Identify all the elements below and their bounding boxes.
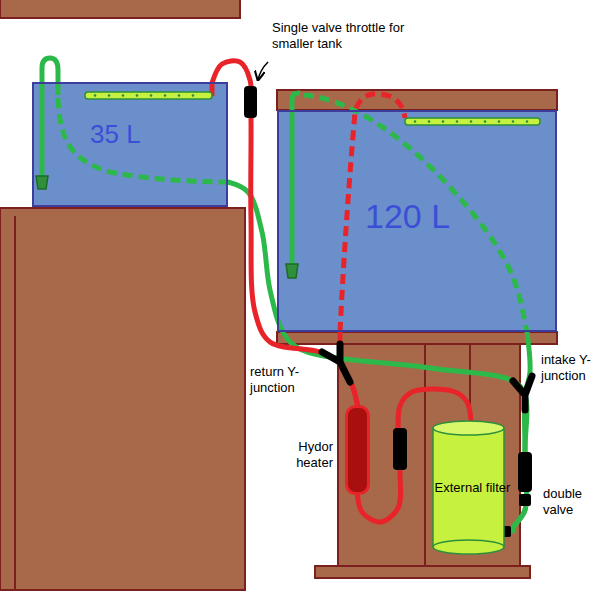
small-tank: 35 L [32,82,228,207]
spray-hole [484,120,487,123]
large-tank: 120 L [277,110,557,332]
part-label: Hydor heater [287,439,333,471]
spray-bar [405,118,540,125]
return-y-junction [322,344,350,382]
spray-hole [428,120,431,123]
spray-hole [456,120,459,123]
heater-tube [347,407,369,494]
spray-hole [498,120,501,123]
external-filter: External filter [432,420,513,555]
intake-strainer [36,176,48,189]
spray-hole [512,120,515,123]
callout-note: Single valve throttle for smaller tank [272,20,440,52]
part-label: intake Y-junction [541,352,597,384]
heater: Hydor heater [345,405,370,495]
top-shelf [0,0,240,18]
intake-strainer [286,264,298,278]
double-valve [519,494,531,506]
left-cabinet [0,208,245,590]
spray-hole [442,120,445,123]
spray-hole [150,94,153,97]
volume-label: 120 L [365,198,450,235]
large-tank-rim [277,332,557,344]
throttle-valve [244,86,257,118]
stand-panel-line [424,344,426,566]
part-label: double valve [543,486,595,518]
intake-hose-hidden [58,98,228,182]
double-valve [518,452,532,492]
spray-hole [122,94,125,97]
intake-tube [292,93,300,268]
leader-line [258,62,268,80]
return-hose [212,61,357,405]
part-label: return Y-junction [250,364,316,396]
spray-hole [192,94,195,97]
canister-lid [433,421,504,435]
spray-hole [164,94,167,97]
spray-hole [414,120,417,123]
intake-hose [513,332,530,531]
spray-hole [108,94,111,97]
stand-base [315,566,530,578]
intake-tube [42,58,58,180]
large-tank-water [277,110,557,332]
cabinet-door-edge [14,216,16,590]
part-label: External filter [435,480,511,496]
hose-coupling [393,428,407,470]
canister-bottom [433,540,504,554]
volume-label: 35 L [90,120,141,149]
intake-hose-hidden [304,95,527,332]
spray-hole [178,94,181,97]
large-tank-lid [277,90,557,110]
spray-hole [526,120,529,123]
heater-body [345,405,370,495]
spray-hole [470,120,473,123]
small-tank-water [32,82,228,207]
canister-side [432,428,434,547]
intake-y-junction [513,376,532,410]
spray-hole [136,94,139,97]
spray-bar [85,92,212,99]
spray-hole [94,94,97,97]
